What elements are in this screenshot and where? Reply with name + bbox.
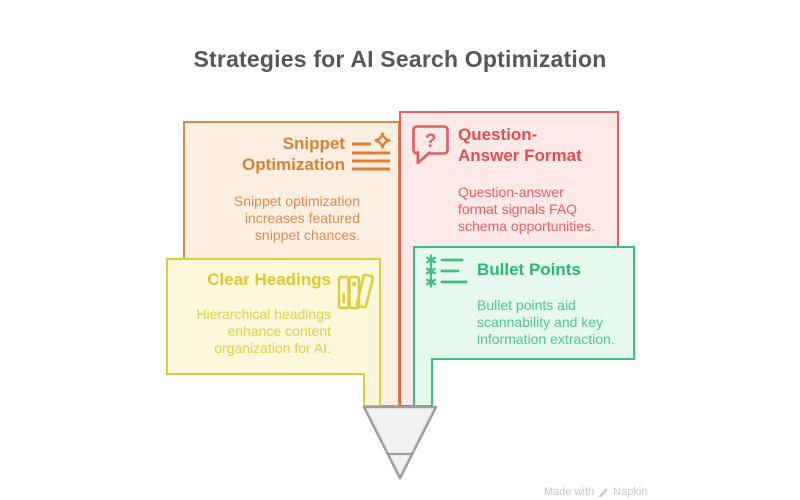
snippet-optimization-body: Snippet optimization increases featured … [233, 193, 360, 243]
napkin-watermark[interactable]: Made with Napkin [544, 486, 647, 498]
page-title: Strategies for AI Search Optimization [193, 46, 607, 72]
clear-headings-body: Hierarchical headings enhance content or… [196, 306, 331, 356]
watermark-text: Made with [544, 486, 595, 498]
question-answer-body: Question-answer format signals FAQ schem… [458, 184, 595, 234]
featured-snippet-icon [352, 132, 391, 171]
question-answer-title: Question-Answer Format [458, 125, 582, 165]
bullet-list-icon [426, 254, 468, 288]
watermark-brand: Napkin [613, 486, 648, 498]
snippet-optimization-title: Snippet Optimization [242, 134, 345, 174]
question-bubble-icon: ? [412, 125, 449, 165]
clear-headings-title: Clear Headings [207, 270, 331, 289]
pencil-tip-shape [362, 405, 438, 480]
question-mark-glyph: ? [425, 131, 437, 152]
napkin-logo-icon [598, 487, 608, 498]
books-icon [337, 273, 375, 310]
bullet-points-body: Bullet points aid scannability and key i… [477, 297, 615, 347]
pencil-tip [362, 405, 438, 480]
bullet-points-title: Bullet Points [477, 260, 581, 279]
